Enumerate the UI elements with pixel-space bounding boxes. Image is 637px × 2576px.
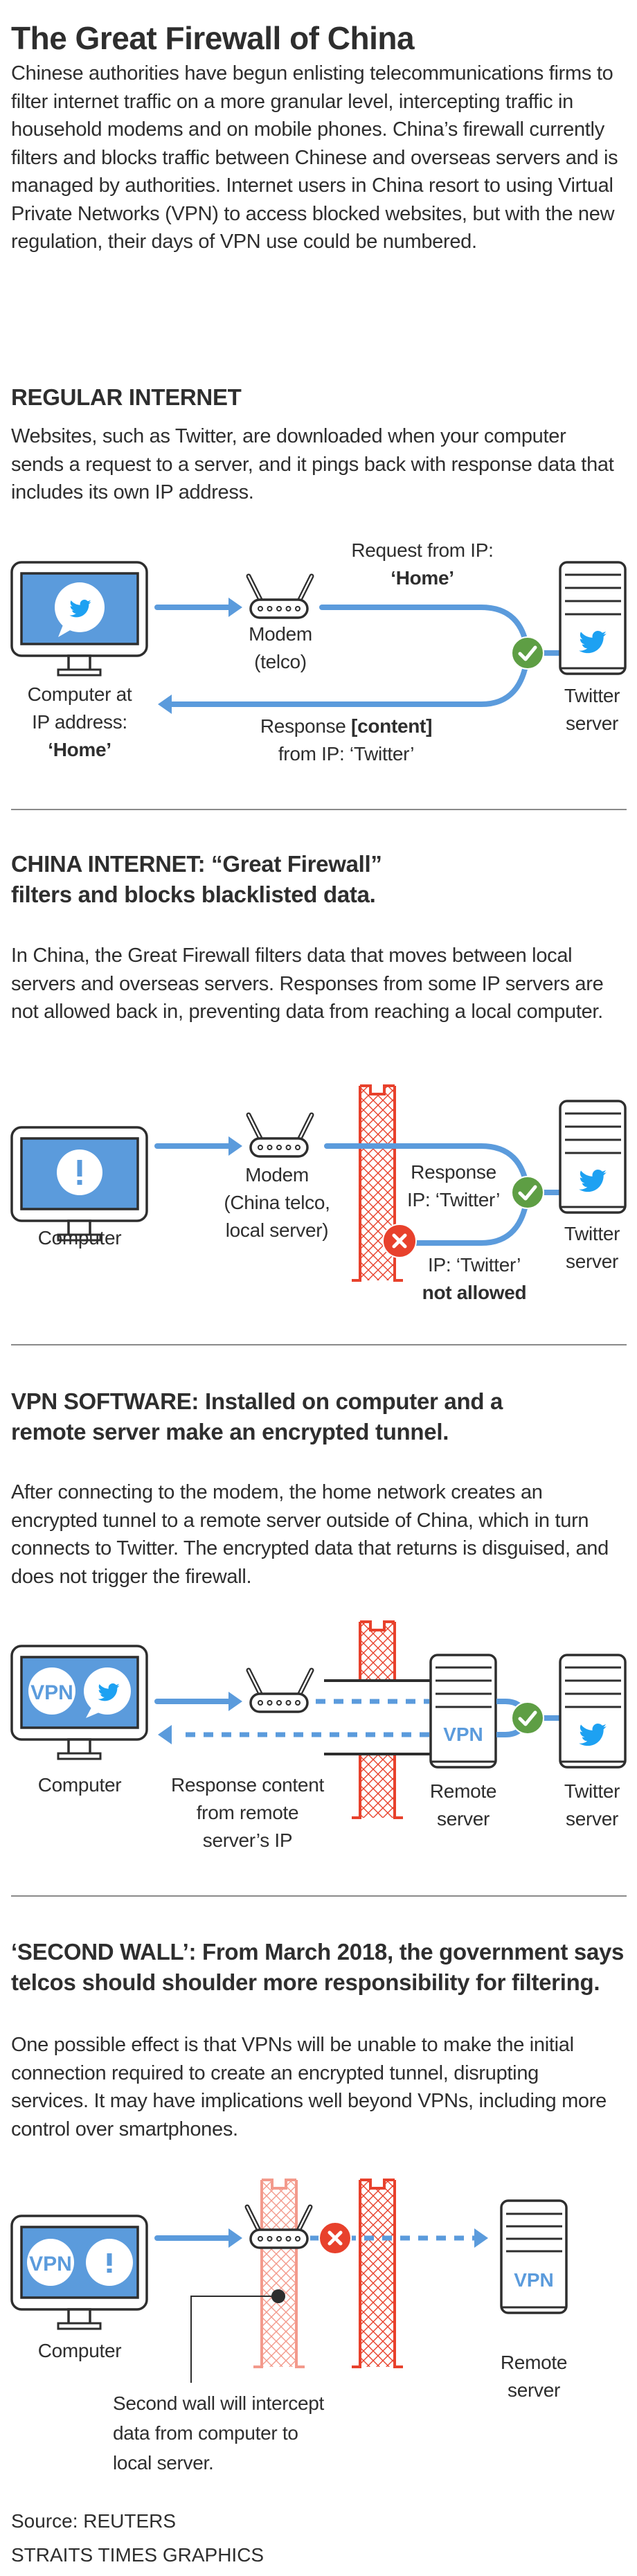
section-heading-china: CHINA INTERNET: “Great Firewall” filters… — [11, 851, 382, 907]
vpn-badge-icon: VPN — [28, 1667, 75, 1715]
modem-icon — [246, 1667, 314, 1713]
vpn-text: VPN — [443, 1724, 483, 1745]
remote-vpn-server-icon: VPN — [429, 1654, 497, 1769]
graphics-credit: STRAITS TIMES GRAPHICS — [11, 2544, 264, 2566]
request-arrow — [154, 1692, 242, 1711]
twitter-server-icon — [559, 561, 627, 675]
blocked-label: IP: ‘Twitter’ not allowed — [422, 1254, 527, 1303]
intro-paragraph: Chinese authorities have begun enlisting… — [11, 62, 618, 253]
request-label: Request from IP: ‘Home’ — [351, 539, 494, 589]
second-wall-icon — [253, 2179, 305, 2368]
section-body-second-wall: One possible effect is that VPNs will be… — [11, 2034, 607, 2140]
exclamation-icon — [86, 2239, 133, 2286]
exclamation-icon — [57, 1150, 102, 1195]
encrypted-tunnel — [158, 1679, 431, 1755]
modem-icon — [244, 2204, 313, 2249]
twitter-bubble-icon — [55, 582, 105, 637]
section-divider — [11, 1344, 627, 1345]
section-heading-regular: REGULAR INTERNET — [11, 382, 620, 413]
vpn-text: VPN — [29, 2253, 72, 2275]
vpn-text: VPN — [514, 2269, 554, 2291]
heading-bold: REGULAR INTERNET — [11, 384, 242, 410]
connection-arrowhead — [474, 2228, 488, 2248]
request-arrow — [154, 2228, 242, 2248]
computer-label: Computer at IP address: ‘Home’ — [27, 683, 132, 760]
twitter-server-icon — [559, 1100, 627, 1214]
second-wall-annotation: Second wall will intercept data from com… — [113, 2392, 325, 2474]
section-body-china: In China, the Great Firewall filters dat… — [11, 945, 604, 1023]
computer-monitor-icon — [10, 1126, 148, 1242]
computer-label: Computer — [37, 1227, 122, 1249]
blocked-x-icon — [318, 2221, 352, 2255]
twitter-server-icon — [559, 1654, 627, 1769]
computer-monitor-icon: VPN — [10, 2215, 148, 2330]
annotation-leader — [190, 2289, 285, 2383]
modem-label: Modem (China telco, local server) — [224, 1164, 330, 1241]
computer-label: Computer — [37, 2340, 122, 2361]
section-body-regular: Websites, such as Twitter, are downloade… — [11, 425, 614, 503]
remote-vpn-server-icon: VPN — [500, 2199, 568, 2314]
remote-server-label: Remote server — [429, 1780, 497, 1830]
twitter-bubble-icon — [84, 1667, 131, 1718]
check-icon — [511, 636, 544, 670]
computer-label: Computer — [37, 1774, 122, 1796]
modem-icon — [246, 1112, 314, 1158]
section-divider — [11, 809, 627, 810]
remote-server-label: Remote server — [500, 2352, 568, 2401]
request-arrow — [154, 1136, 242, 1156]
computer-monitor-icon: VPN — [10, 1645, 148, 1760]
source-credit: Source: REUTERS — [11, 2510, 177, 2532]
response-label: Response IP: ‘Twitter’ — [406, 1161, 501, 1210]
check-icon — [511, 1176, 544, 1209]
section-body-vpn: After connecting to the modem, the home … — [11, 1481, 609, 1588]
request-arrow — [154, 598, 242, 617]
computer-monitor-icon — [10, 561, 148, 677]
vpn-text: VPN — [30, 1681, 73, 1704]
server-label: Twitter server — [564, 685, 620, 734]
section-heading-second-wall: ‘SECOND WALL’: From March 2018, the gove… — [11, 1939, 625, 1995]
response-label: Response content from remote server’s IP — [171, 1774, 324, 1851]
modem-icon — [246, 573, 314, 619]
page-title: The Great Firewall of China — [11, 20, 415, 56]
server-label: Twitter server — [564, 1223, 620, 1272]
vpn-badge-icon: VPN — [27, 2239, 74, 2286]
server-label: Twitter server — [564, 1780, 620, 1830]
section-heading-vpn: VPN SOFTWARE: Installed on computer and … — [11, 1388, 503, 1444]
response-arrowhead — [158, 695, 172, 714]
response-label: Response [content] from IP: ‘Twitter’ — [260, 715, 433, 764]
check-icon — [511, 1701, 544, 1735]
modem-label: Modem (telco) — [249, 623, 312, 672]
firewall-icon — [352, 2179, 403, 2368]
blocked-x-icon — [382, 1224, 417, 1258]
section-divider — [11, 1895, 627, 1897]
